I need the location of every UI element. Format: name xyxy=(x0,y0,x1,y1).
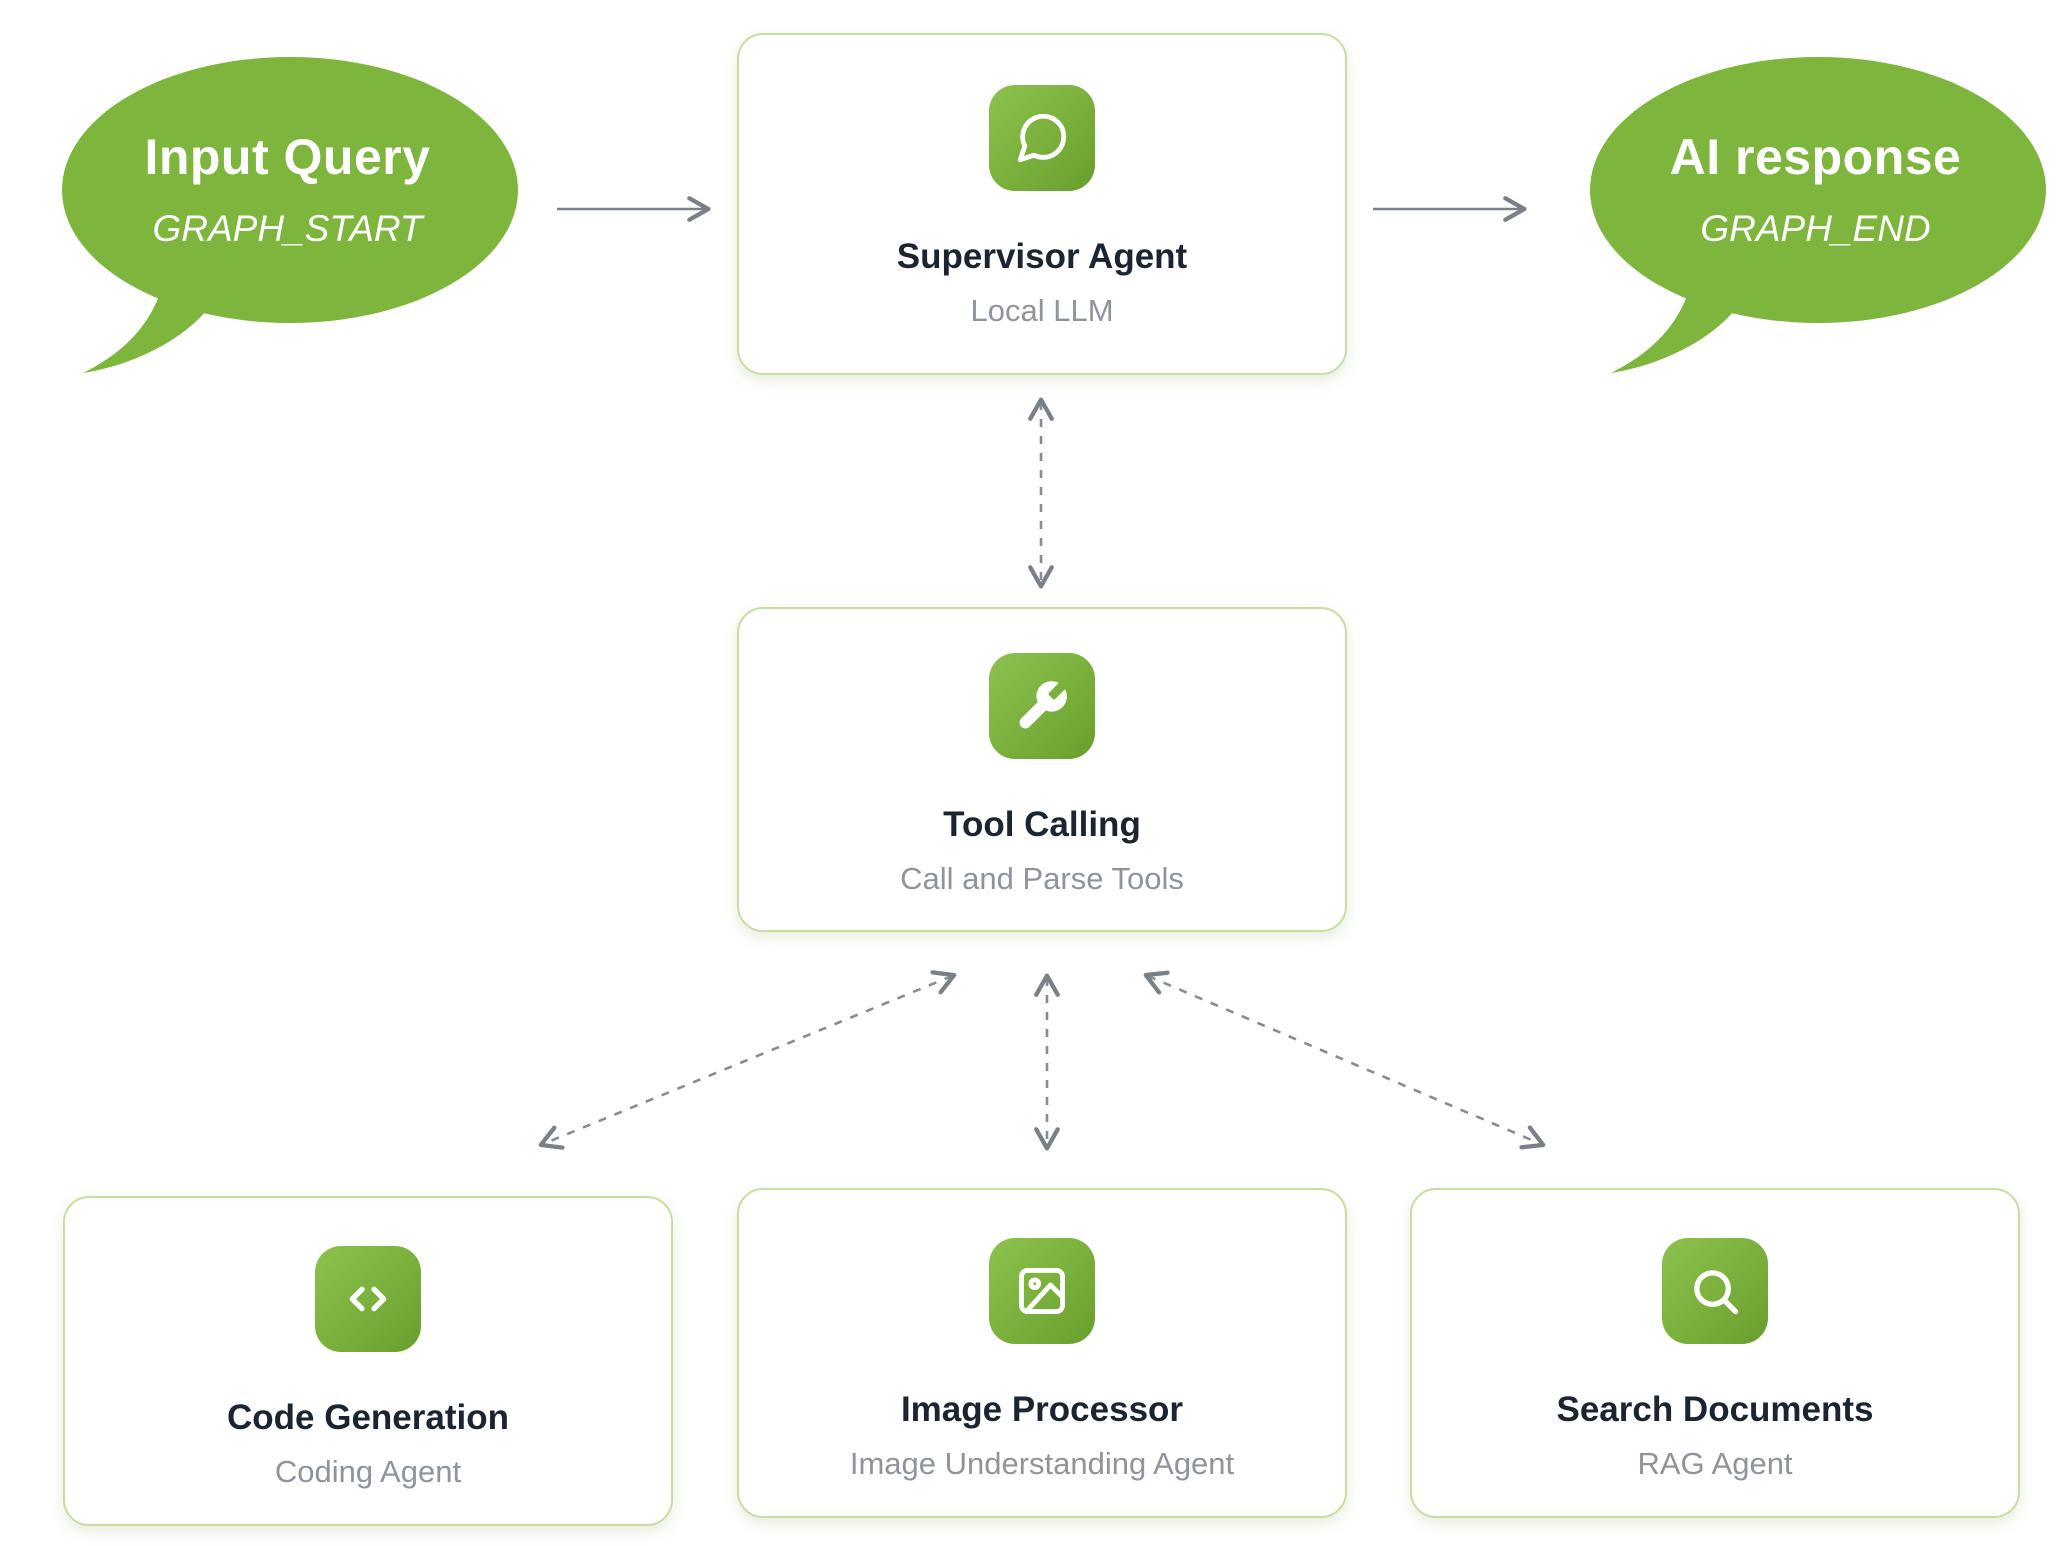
node-code-generation: Code Generation Coding Agent xyxy=(63,1196,673,1526)
node-search-documents: Search Documents RAG Agent xyxy=(1410,1188,2020,1518)
supervisor-agent-subtitle: Local LLM xyxy=(970,293,1114,328)
ai-response-title: AI response xyxy=(1669,129,1962,185)
node-input-query: Input Query GRAPH_START xyxy=(55,55,520,385)
search-icon xyxy=(1662,1238,1768,1344)
speech-bubble-shape xyxy=(1590,57,2046,373)
chat-bubble-icon xyxy=(989,85,1095,191)
node-tool-calling: Tool Calling Call and Parse Tools xyxy=(737,607,1347,932)
supervisor-agent-title: Supervisor Agent xyxy=(896,237,1188,276)
image-processor-subtitle: Image Understanding Agent xyxy=(849,1446,1235,1481)
arrow-tool-code-bidirectional xyxy=(538,970,957,1150)
speech-bubble-shape xyxy=(62,57,518,373)
code-generation-subtitle: Coding Agent xyxy=(274,1454,462,1489)
arrow-tool-search-bidirectional xyxy=(1143,970,1546,1150)
ai-response-subtitle: GRAPH_END xyxy=(1700,208,1931,249)
image-processor-title: Image Processor xyxy=(900,1390,1184,1429)
input-query-subtitle: GRAPH_START xyxy=(152,208,423,249)
code-icon xyxy=(315,1246,421,1352)
input-query-title: Input Query xyxy=(144,129,431,185)
node-ai-response: AI response GRAPH_END xyxy=(1583,55,2048,385)
tool-calling-title: Tool Calling xyxy=(943,805,1141,844)
image-icon xyxy=(989,1238,1095,1344)
search-documents-subtitle: RAG Agent xyxy=(1637,1446,1793,1481)
code-generation-title: Code Generation xyxy=(227,1398,509,1437)
node-image-processor: Image Processor Image Understanding Agen… xyxy=(737,1188,1347,1518)
search-documents-title: Search Documents xyxy=(1556,1390,1874,1429)
tool-calling-subtitle: Call and Parse Tools xyxy=(900,861,1184,896)
node-supervisor-agent: Supervisor Agent Local LLM xyxy=(737,33,1347,375)
wrench-icon xyxy=(989,653,1095,759)
